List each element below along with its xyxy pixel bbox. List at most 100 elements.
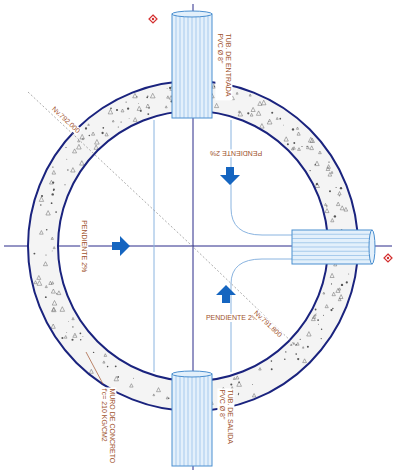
aggregate-dot xyxy=(52,181,54,183)
aggregate-dot xyxy=(80,339,81,340)
aggregate-stone xyxy=(57,291,61,295)
aggregate-stone xyxy=(259,368,262,370)
pipe-hatch xyxy=(200,14,201,118)
aggregate-stone xyxy=(157,388,161,392)
channel-line xyxy=(154,120,155,372)
aggregate-dot xyxy=(326,206,328,208)
aggregate-stone xyxy=(332,292,335,296)
aggregate-dot xyxy=(300,339,301,340)
aggregate-stone xyxy=(290,344,292,346)
aggregate-stone xyxy=(336,288,340,292)
aggregate-dot xyxy=(93,352,94,353)
aggregate-dot xyxy=(284,358,286,360)
pipe-hatch xyxy=(204,374,205,466)
marker-dot xyxy=(387,257,389,259)
aggregate-dot xyxy=(66,158,68,160)
aggregate-stone xyxy=(53,247,55,249)
flow-arrow xyxy=(112,236,130,256)
wall-label: MURO DE CONCRETO f'c= 210 KG/CM2 xyxy=(100,387,117,469)
aggregate-stone xyxy=(77,144,82,149)
aggregate-stone xyxy=(73,149,77,153)
aggregate-dot xyxy=(293,142,295,144)
aggregate-stone xyxy=(303,359,307,363)
aggregate-stone xyxy=(238,111,243,116)
aggregate-stone xyxy=(236,376,239,379)
aggregate-dot xyxy=(238,394,239,395)
pipe-hatch xyxy=(188,14,189,118)
aggregate-stone xyxy=(284,137,288,141)
aggregate-dot xyxy=(126,102,127,103)
aggregate-dot xyxy=(118,126,119,127)
aggregate-stone xyxy=(78,140,80,142)
pipe-hatch xyxy=(180,14,181,118)
aggregate-stone xyxy=(238,111,240,113)
aggregate-stone xyxy=(37,276,41,280)
aggregate-stone xyxy=(325,203,327,205)
aggregate-stone xyxy=(276,117,278,119)
pipe-hatch xyxy=(180,374,181,466)
aggregate-dot xyxy=(169,87,171,89)
aggregate-dot xyxy=(101,132,103,134)
aggregate-dot xyxy=(40,204,42,206)
pipe-hatch xyxy=(292,242,372,243)
aggregate-stone xyxy=(46,211,50,215)
aggregate-dot xyxy=(271,112,273,114)
aggregate-dot xyxy=(51,202,53,204)
aggregate-stone xyxy=(323,292,325,294)
marker-diamond xyxy=(384,254,392,262)
marker-dot xyxy=(152,18,154,20)
aggregate-dot xyxy=(306,146,307,147)
aggregate-dot xyxy=(140,110,142,112)
aggregate-dot xyxy=(339,195,340,196)
aggregate-dot xyxy=(55,211,57,213)
aggregate-dot xyxy=(252,383,254,385)
pipe-label: TUB. DE ENTRADA PVC Ø 8" xyxy=(216,32,233,100)
aggregate-dot xyxy=(331,283,332,284)
aggregate-stone xyxy=(325,209,329,213)
aggregate-stone xyxy=(39,197,44,202)
aggregate-stone xyxy=(251,107,255,111)
side-pipe xyxy=(292,230,375,264)
pipe-hatch xyxy=(188,374,189,466)
aggregate-stone xyxy=(52,301,57,306)
aggregate-stone xyxy=(108,109,113,114)
aggregate-dot xyxy=(346,281,348,283)
aggregate-stone xyxy=(338,298,341,301)
aggregate-stone xyxy=(314,314,316,316)
aggregate-stone xyxy=(338,192,341,195)
aggregate-dot xyxy=(292,128,294,130)
aggregate-stone xyxy=(37,281,42,286)
aggregate-stone xyxy=(146,104,150,108)
aggregate-dot xyxy=(271,360,273,362)
aggregate-stone xyxy=(297,132,300,135)
aggregate-stone xyxy=(344,207,348,211)
aggregate-stone xyxy=(313,315,316,318)
aggregate-dot xyxy=(271,368,273,370)
aggregate-stone xyxy=(262,100,267,105)
aggregate-dot xyxy=(317,323,319,325)
aggregate-dot xyxy=(120,121,121,122)
aggregate-dot xyxy=(80,332,82,334)
aggregate-dot xyxy=(33,253,35,255)
pipe-hatch xyxy=(176,14,177,118)
aggregate-dot xyxy=(148,107,150,109)
pipe-hatch xyxy=(200,374,201,466)
aggregate-stone xyxy=(330,273,334,277)
pipe-hatch xyxy=(176,374,177,466)
aggregate-stone xyxy=(307,332,311,336)
pipe-hatch xyxy=(192,374,193,466)
aggregate-dot xyxy=(238,393,239,394)
pipe-hatch xyxy=(208,14,209,118)
slope-label: PENDIENTE 2% xyxy=(209,149,263,157)
aggregate-dot xyxy=(53,188,55,190)
aggregate-dot xyxy=(238,381,240,383)
aggregate-dot xyxy=(146,96,148,98)
pipe-body xyxy=(292,230,372,264)
aggregate-dot xyxy=(297,358,299,360)
aggregate-stone xyxy=(114,376,118,380)
aggregate-dot xyxy=(340,187,342,189)
aggregate-stone xyxy=(326,167,330,171)
aggregate-stone xyxy=(105,133,108,136)
